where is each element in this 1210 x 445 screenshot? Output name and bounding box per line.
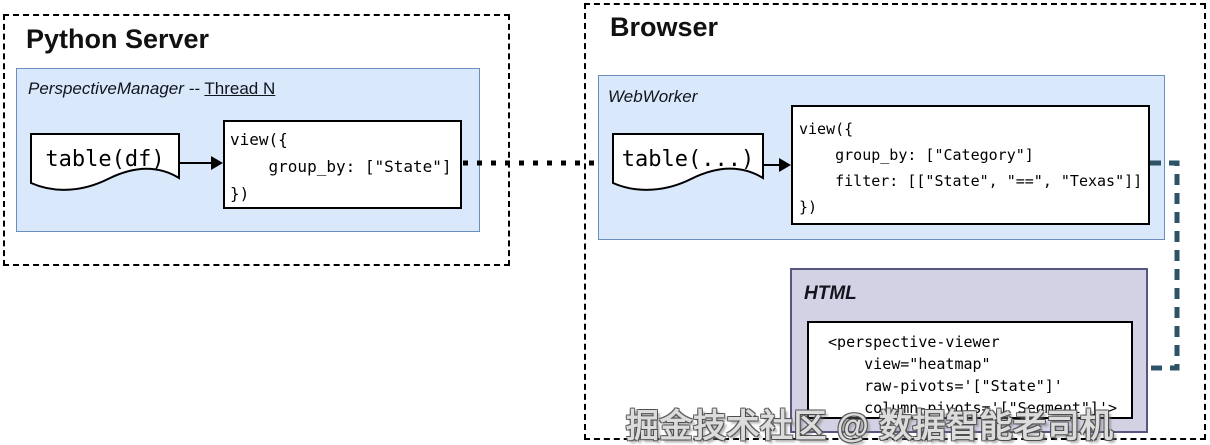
perspective-manager-label: PerspectiveManager -- Thread N bbox=[28, 79, 275, 99]
perspective-manager-name: PerspectiveManager -- bbox=[28, 79, 200, 98]
browser-container: Browser bbox=[584, 3, 1206, 440]
thread-label: Thread N bbox=[204, 79, 276, 98]
python-server-container: Python Server bbox=[3, 14, 510, 266]
dashed-connector bbox=[1134, 160, 1180, 371]
python-view-code: view({ group_by: ["State"] }) bbox=[223, 120, 462, 209]
table-node: table(...) bbox=[612, 133, 764, 196]
webworker-label: WebWorker bbox=[608, 87, 698, 106]
browser-title: Browser bbox=[610, 12, 719, 42]
dotted-connector bbox=[463, 160, 611, 166]
arrow-icon bbox=[764, 158, 791, 172]
table-label: table(...) bbox=[621, 147, 755, 172]
watermark-text: 掘金技术社区 @ 数据智能老司机 bbox=[626, 407, 1114, 444]
arrow-icon bbox=[180, 156, 223, 170]
document-shape-icon bbox=[612, 133, 764, 191]
python-server-title: Python Server bbox=[26, 24, 210, 54]
browser-view-code: view({ group_by: ["Category"] filter: [[… bbox=[791, 105, 1150, 225]
table-df-node: table(df) bbox=[30, 133, 180, 196]
document-shape-icon bbox=[30, 133, 180, 191]
table-df-label: table(df) bbox=[45, 147, 165, 172]
html-label: HTML bbox=[804, 283, 857, 304]
perspective-viewer-code: <perspective-viewer view="heatmap" raw-p… bbox=[807, 321, 1133, 419]
